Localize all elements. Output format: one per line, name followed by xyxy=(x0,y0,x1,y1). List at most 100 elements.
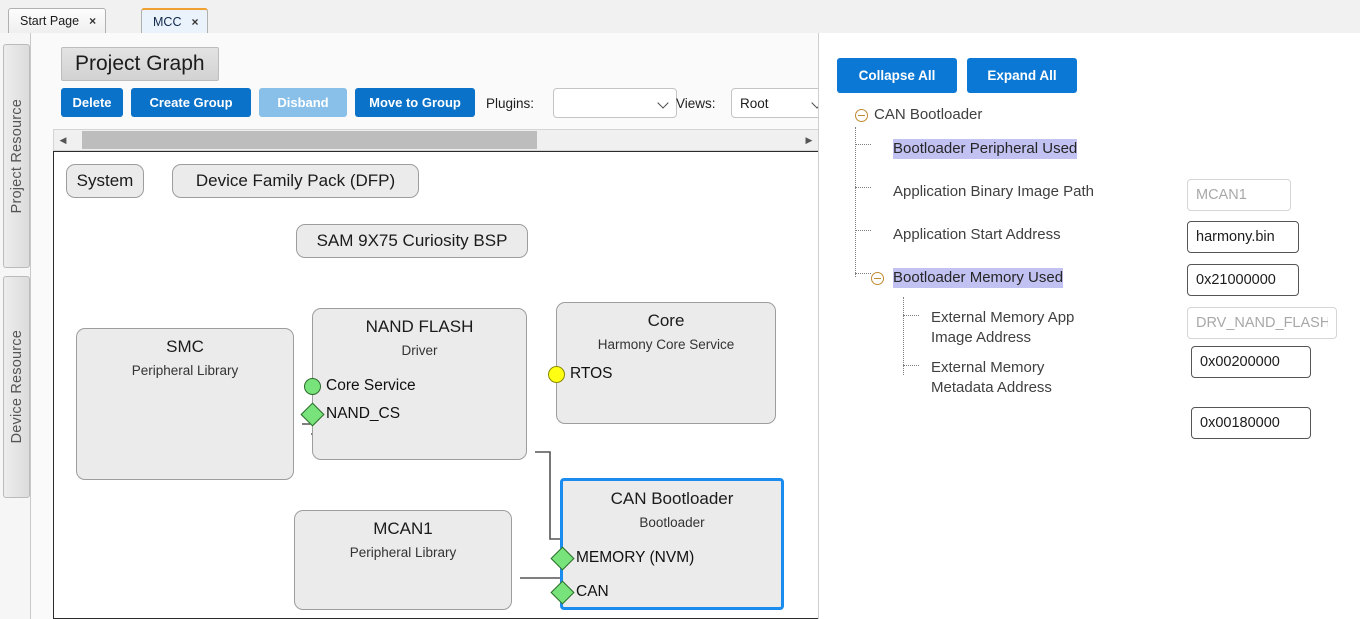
config-value-text: MCAN1 xyxy=(1196,187,1247,203)
port-circle-icon xyxy=(548,365,565,383)
scrollbar-thumb[interactable] xyxy=(82,131,537,149)
graph-port-label: RTOS xyxy=(570,365,613,382)
tree-guide-branch xyxy=(855,273,871,274)
tab-mcc[interactable]: MCC × xyxy=(141,8,209,33)
tree-guide-branch xyxy=(903,365,919,366)
tab-start-page-close-icon[interactable]: × xyxy=(89,14,97,28)
views-label: Views: xyxy=(676,96,716,111)
tree-guide-branch xyxy=(855,230,871,231)
tab-start-page[interactable]: Start Page × xyxy=(8,8,107,33)
graph-pill-label: Device Family Pack (DFP) xyxy=(195,171,396,190)
page-title-label: Project Graph xyxy=(75,52,205,75)
config-value-text: harmony.bin xyxy=(1196,229,1275,245)
tab-start-page-label: Start Page xyxy=(20,14,80,28)
plugins-select[interactable] xyxy=(553,88,677,118)
graph-node-title: NAND FLASH xyxy=(365,317,474,336)
config-value-text: 0x21000000 xyxy=(1196,272,1276,288)
tree-collapse-icon[interactable] xyxy=(855,109,868,122)
graph-node-title: SMC xyxy=(166,337,204,356)
graph-node-subtitle: Harmony Core Service xyxy=(597,337,735,352)
project-graph-panel: Project Graph Delete Create Group Disban… xyxy=(31,33,831,619)
disband-button[interactable]: Disband xyxy=(259,88,347,117)
config-value-field[interactable]: MCAN1 xyxy=(1187,179,1291,211)
tree-guide-branch xyxy=(855,144,871,145)
config-tree-row[interactable]: CAN Bootloader xyxy=(819,105,1360,131)
config-tree-label: Application Start Address xyxy=(893,226,1061,243)
graph-pill[interactable]: Device Family Pack (DFP) xyxy=(172,164,419,198)
config-tree-label: External Memory Metadata Address xyxy=(931,359,1052,396)
tree-guide-vertical xyxy=(855,127,856,277)
graph-port-rtos[interactable]: RTOS xyxy=(548,365,613,383)
config-value-field[interactable]: DRV_NAND_FLASH xyxy=(1187,307,1337,339)
config-tree-row[interactable]: Application Binary Image Path xyxy=(819,182,1360,208)
tree-guide-vertical xyxy=(903,297,904,375)
config-value-text: DRV_NAND_FLASH xyxy=(1196,315,1328,331)
sidebar-tab-project-resource[interactable]: Project Resource xyxy=(3,44,30,268)
config-tree-label: CAN Bootloader xyxy=(874,106,983,123)
project-graph-canvas[interactable]: System Device Family Pack (DFP) SAM 9X75 C… xyxy=(53,151,819,619)
graph-port-label: MEMORY (NVM) xyxy=(576,549,695,566)
config-tree-row[interactable]: External Memory App Image Address xyxy=(819,308,1360,354)
graph-port-label: Core Service xyxy=(326,377,416,394)
scroll-right-arrow-icon[interactable]: ▶ xyxy=(805,134,813,145)
config-tree-row[interactable]: Bootloader Peripheral Used xyxy=(819,139,1360,165)
port-diamond-icon xyxy=(550,579,575,605)
graph-node-subtitle: Driver xyxy=(401,343,438,358)
graph-port-can[interactable]: CAN xyxy=(550,579,609,605)
tree-guide-branch xyxy=(903,315,919,316)
move-to-group-button[interactable]: Move to Group xyxy=(355,88,475,117)
left-tool-strip: Project Resource Device Resource xyxy=(0,33,31,619)
config-value-field[interactable]: harmony.bin xyxy=(1187,221,1299,253)
graph-horizontal-scrollbar[interactable]: ◀ ▶ xyxy=(53,129,819,151)
sidebar-tab-project-resource-label: Project Resource xyxy=(8,98,25,214)
port-diamond-icon xyxy=(550,545,575,571)
views-select[interactable]: Root xyxy=(731,88,831,118)
graph-port-memory-nvm[interactable]: MEMORY (NVM) xyxy=(550,545,695,571)
config-tree-label: External Memory App Image Address xyxy=(931,309,1075,346)
config-tree-label: Application Binary Image Path xyxy=(893,183,1094,200)
graph-pill[interactable]: System xyxy=(66,164,144,198)
graph-node-subtitle: Peripheral Library xyxy=(349,545,457,560)
graph-port-nand-cs[interactable]: NAND_CS xyxy=(300,401,401,427)
scrollbar-track[interactable] xyxy=(72,130,800,150)
sidebar-tab-device-resource[interactable]: Device Resource xyxy=(3,276,30,498)
graph-node-title: CAN Bootloader xyxy=(610,489,734,508)
graph-pill[interactable]: SAM 9X75 Curiosity BSP xyxy=(296,224,528,258)
port-circle-icon xyxy=(304,377,321,395)
config-tree-label: Bootloader Peripheral Used xyxy=(893,139,1078,159)
scroll-left-arrow-icon[interactable]: ◀ xyxy=(59,134,67,145)
graph-port-label: CAN xyxy=(576,583,609,600)
config-value-field[interactable]: 0x00180000 xyxy=(1191,407,1311,439)
graph-port-core-service[interactable]: Core Service xyxy=(304,377,416,395)
config-tree-row[interactable]: Bootloader Memory Used xyxy=(819,268,1360,294)
graph-pill-label: SAM 9X75 Curiosity BSP xyxy=(316,231,508,250)
delete-button[interactable]: Delete xyxy=(61,88,123,117)
page-title: Project Graph xyxy=(61,47,219,81)
graph-node-subtitle: Bootloader xyxy=(639,515,705,530)
graph-node-title: Core xyxy=(647,311,685,330)
tab-mcc-label: MCC xyxy=(153,14,182,29)
chevron-down-icon xyxy=(659,98,670,109)
tree-collapse-icon[interactable] xyxy=(871,272,884,285)
config-value-field[interactable]: 0x00200000 xyxy=(1191,346,1311,378)
editor-tab-bar: Start Page × MCC × xyxy=(0,0,1360,34)
tab-mcc-close-icon[interactable]: × xyxy=(191,14,199,29)
create-group-button[interactable]: Create Group xyxy=(131,88,251,117)
config-tree-row[interactable]: Application Start Address xyxy=(819,225,1360,251)
collapse-all-button[interactable]: Collapse All xyxy=(837,58,957,93)
expand-all-button[interactable]: Expand All xyxy=(967,58,1077,93)
config-tree-label: Bootloader Memory Used xyxy=(893,268,1064,288)
config-tree-row[interactable]: External Memory Metadata Address xyxy=(819,358,1360,404)
plugins-label: Plugins: xyxy=(486,96,535,111)
graph-port-label: NAND_CS xyxy=(326,405,401,422)
graph-node-subtitle: Peripheral Library xyxy=(131,363,239,378)
config-value-field[interactable]: 0x21000000 xyxy=(1187,264,1299,296)
sidebar-tab-device-resource-label: Device Resource xyxy=(8,330,25,444)
